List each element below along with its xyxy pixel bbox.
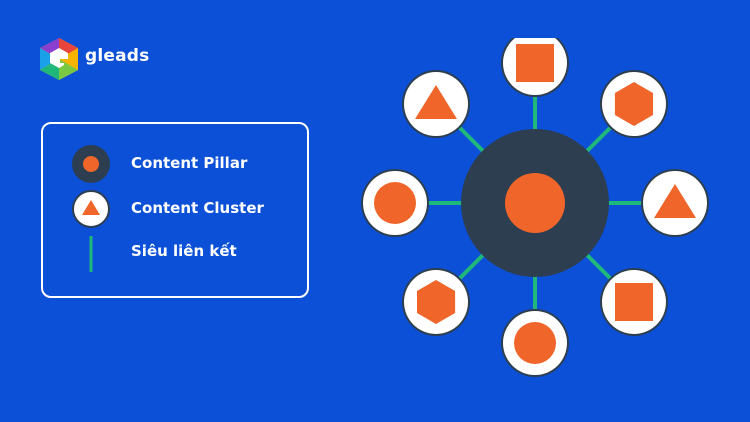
legend: Content Pillar Content Cluster Siêu liên… [41,122,309,298]
triangle-icon [415,85,458,120]
hyperlink-line-icon [89,236,93,272]
square-icon [614,282,653,321]
content-cluster-node [599,267,668,336]
content-cluster-node [599,70,668,139]
content-cluster-node [501,38,569,97]
hexagon-icon [417,280,456,324]
legend-label: Siêu liên kết [131,242,237,260]
content-cluster-node [641,169,709,237]
brand-logo: gleads [38,37,150,83]
hyperlink-line [455,251,487,283]
triangle-icon [654,184,696,218]
square-icon [516,44,554,82]
legend-item-hyperlink: Siêu liên kết [43,232,307,272]
content-pillar-core [505,173,565,233]
content-cluster-node [402,267,471,336]
brand-name: gleads [85,46,150,66]
content-cluster-node [361,169,429,237]
circle-icon [514,322,556,364]
legend-item-pillar: Content Pillar [43,144,307,184]
content-cluster-node [501,309,569,377]
content-cluster-node [402,70,471,139]
hyperlink-line [583,123,615,155]
circle-icon [374,182,416,224]
hyperlink-line [583,251,615,283]
pillar-cluster-diagram [361,38,709,377]
legend-label: Content Cluster [131,199,264,217]
cluster-icon [72,190,110,228]
hyperlink-line [455,123,487,155]
legend-label: Content Pillar [131,154,248,172]
pillar-icon [72,145,110,183]
legend-item-cluster: Content Cluster [43,189,307,229]
hexagon-icon [614,82,653,126]
gleads-logo-icon [40,38,78,80]
